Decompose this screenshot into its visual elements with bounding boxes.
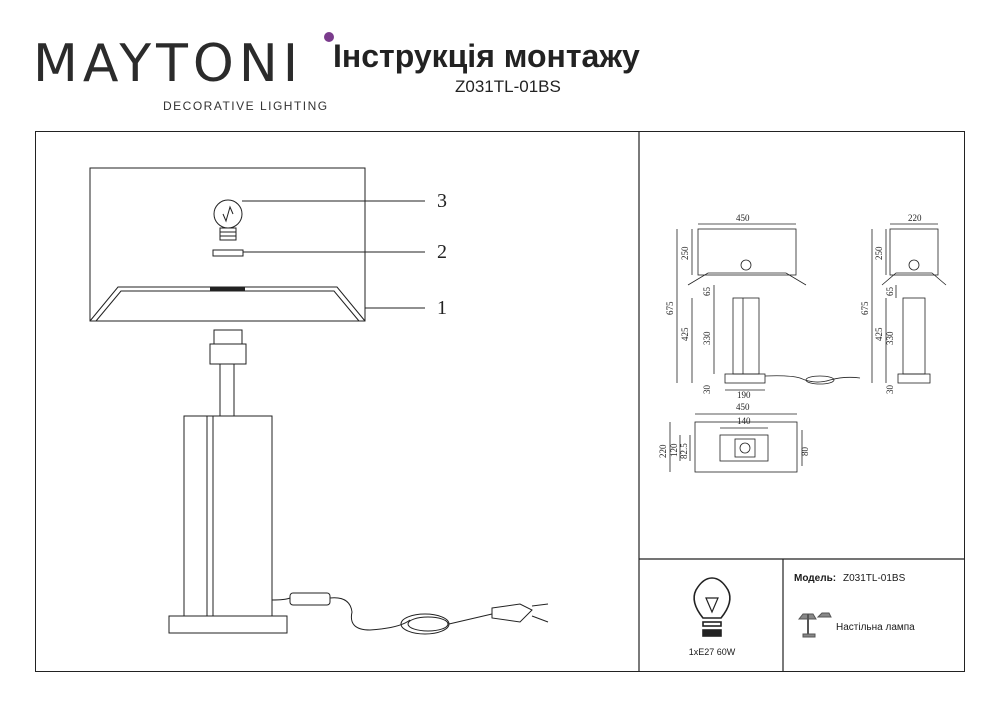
dim-330: 330 (702, 331, 712, 345)
plug-body (491, 603, 533, 623)
socket-body (209, 343, 247, 365)
shade-inner-rim (95, 290, 360, 322)
bulb-base (219, 227, 237, 241)
callout-3: 3 (437, 190, 447, 212)
dim-base-height: 30 (702, 385, 712, 395)
page-title: Інструкція монтажу (333, 38, 640, 74)
dim-front-width: 450 (736, 213, 750, 223)
info-model-label: Модель: (794, 573, 837, 584)
bulb-filament (222, 205, 234, 223)
dim-top-depth: 220 (658, 444, 668, 458)
bulb-icon (693, 577, 731, 637)
plug-pin-1 (531, 603, 549, 607)
dim-shade-height: 250 (680, 246, 690, 260)
dim-side-shade: 250 (874, 246, 884, 260)
top-view-drawing (669, 413, 803, 473)
dim-base-width: 190 (737, 390, 751, 400)
dim-65: 65 (702, 287, 712, 297)
brand-tagline: DECORATIVE LIGHTING (163, 99, 329, 113)
info-bulb-spec: 1xE27 60W (688, 647, 736, 657)
lamp-base (168, 615, 288, 634)
cord-end (448, 613, 493, 625)
callout-1: 1 (437, 297, 447, 319)
dim-top-width: 450 (736, 402, 750, 412)
info-lamp-type: Настільна лампа (836, 622, 915, 633)
cord-middle (329, 597, 411, 631)
lamp-stem (219, 363, 235, 417)
dim-top-82-5: 82.5 (679, 443, 689, 459)
drawing-frame (35, 131, 965, 672)
cord-switch (289, 592, 331, 606)
dim-top-120: 120 (669, 443, 679, 457)
cord-start (271, 597, 291, 601)
plug-pin-2 (531, 615, 549, 623)
lamp-socket (213, 329, 243, 345)
side-view-drawing (871, 223, 947, 384)
dim-side-65: 65 (885, 287, 895, 297)
dim-total-height: 675 (665, 301, 675, 315)
dim-425: 425 (680, 327, 690, 341)
brand-logo: MAYTONI (33, 32, 334, 90)
lamp-body (183, 415, 273, 617)
dim-top-80: 80 (800, 447, 810, 457)
dim-side-330: 330 (885, 331, 895, 345)
shade-bottom-rim (89, 286, 366, 322)
info-model-value: Z031TL-01BS (843, 573, 906, 584)
dim-side-base: 30 (885, 385, 895, 395)
callout-2: 2 (437, 241, 447, 263)
page-model: Z031TL-01BS (455, 77, 561, 96)
dim-side-425: 425 (874, 327, 884, 341)
dim-side-total: 675 (860, 301, 870, 315)
dim-top-inner: 140 (737, 416, 751, 426)
dim-side-width: 220 (908, 213, 922, 223)
socket-ring (212, 249, 244, 257)
main-lamp-drawing (89, 167, 549, 635)
shade-outline (89, 167, 366, 322)
logo-dot (324, 32, 334, 42)
table-lamp-icon (797, 612, 832, 638)
brand-name: MAYTONI (33, 34, 304, 94)
front-view-drawing (676, 223, 861, 391)
